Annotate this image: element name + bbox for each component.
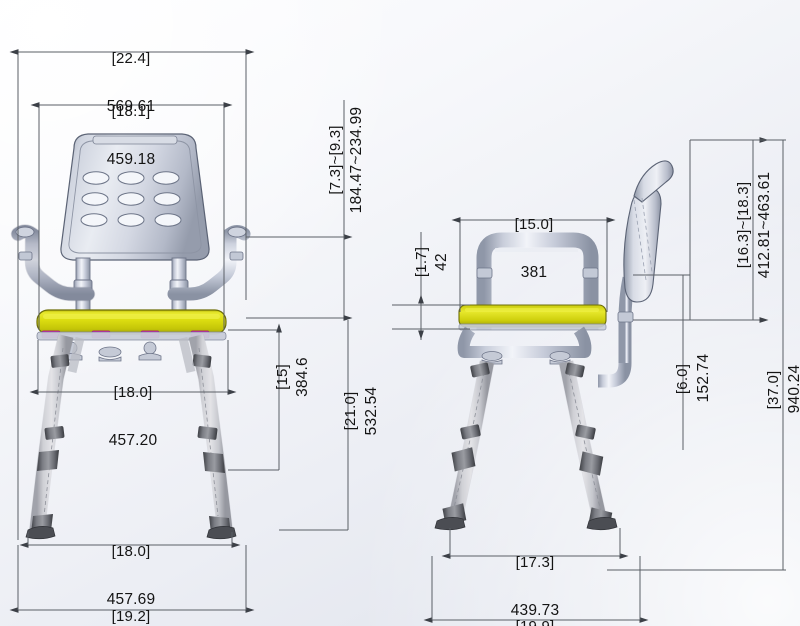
dim-value-inch: [22.4] [111, 49, 151, 67]
dim-front-leg-top-span [29, 340, 237, 395]
dim-side-foot-inner-depth [441, 528, 629, 559]
dim-label-foot-inner-span: [18.0] 457.69 [107, 511, 156, 626]
dim-label-leg-top-span: [18.0] 457.20 [109, 352, 158, 481]
dim-value-inch: [19.2] [111, 607, 151, 625]
dim-side-seat-depth [451, 217, 616, 312]
dim-front-backrest-height-range [246, 100, 353, 321]
side-view-geometry [434, 160, 674, 531]
dim-label-overall-width: [22.4] 569.61 [107, 18, 156, 147]
dim-label-seat-to-floor-height-mm: 532.54 [331, 366, 412, 456]
front-leg-right [188, 334, 237, 540]
front-backrest-posts [73, 257, 189, 317]
dim-label-overall-height-mm: 940.24 [754, 344, 800, 434]
dim-label-backrest-depth-range-mm: 412.81~463.61 [724, 142, 800, 308]
dim-value-mm: 532.54 [362, 386, 380, 436]
dim-front-foot-inner-span [19, 532, 241, 548]
side-armrest-loop [476, 232, 599, 330]
dim-value-inch: [15.0] [514, 215, 554, 233]
front-backrest [60, 133, 210, 261]
side-seat-frame [457, 326, 592, 365]
dim-value-inch: [19.9] [511, 618, 560, 626]
front-leg-left [25, 334, 74, 540]
backrest-vent-holes [80, 171, 182, 227]
dim-value-mm: 384.6 [293, 357, 311, 397]
dim-label-foot-outer-depth: [19.9] 505.85 [511, 586, 560, 626]
dim-label-seat-depth: [15.0] 381 [515, 184, 554, 313]
dim-value-mm: 940.24 [785, 364, 800, 414]
dim-front-seat-to-mid-height [228, 323, 282, 471]
dim-value-inch: [18.0] [113, 383, 153, 401]
dim-label-seat-thickness-mm: 42 [401, 234, 482, 290]
dim-value-mm: 412.81~463.61 [755, 171, 773, 279]
dim-side-back-post-offset [633, 274, 690, 450]
dim-front-seat-frame-width [30, 102, 233, 330]
dimension-lines [9, 49, 786, 623]
dim-label-backrest-height-range-mm: 184.47~234.99 [316, 86, 397, 234]
side-leg-front [434, 360, 495, 531]
dim-label-foot-outer-span: [19.2] 488.76 [107, 576, 156, 626]
dim-value-mm: 42 [432, 253, 450, 271]
dim-front-seat-to-floor-height [279, 320, 349, 531]
dim-front-overall-width [9, 49, 255, 540]
dim-value-mm: 457.20 [108, 431, 158, 449]
side-leg-rear [558, 360, 618, 531]
dim-value-inch: [18.0] [111, 542, 151, 560]
dim-side-seat-thickness [392, 232, 470, 340]
dim-label-back-post-offset-mm: 152.74 [663, 336, 744, 420]
dim-value-mm: 184.47~234.99 [347, 106, 365, 214]
dim-value-mm: 569.61 [106, 97, 156, 115]
dim-label-seat-frame-width: [18.1] 459.18 [107, 71, 156, 200]
dim-side-foot-outer-depth [423, 556, 649, 623]
dim-side-overall-height [607, 139, 786, 571]
front-view-geometry [10, 133, 251, 540]
dim-value-mm: 439.73 [510, 601, 560, 619]
dim-value-inch: [17.3] [515, 553, 555, 571]
side-backrest [598, 160, 674, 388]
front-seat-pan [36, 309, 227, 341]
dim-value-mm: 152.74 [694, 353, 712, 403]
dim-label-foot-inner-depth: [17.3] 439.73 [511, 522, 560, 626]
front-armrest-right [167, 225, 251, 301]
dim-value-inch: [18.1] [111, 102, 151, 120]
dim-value-mm: 381 [520, 263, 548, 281]
front-armrest-left [10, 224, 96, 302]
dim-value-mm: 457.69 [106, 590, 156, 608]
dim-value-mm: 459.18 [106, 150, 156, 168]
side-seat-pan [458, 304, 607, 331]
dim-front-foot-outer-span [9, 545, 255, 613]
